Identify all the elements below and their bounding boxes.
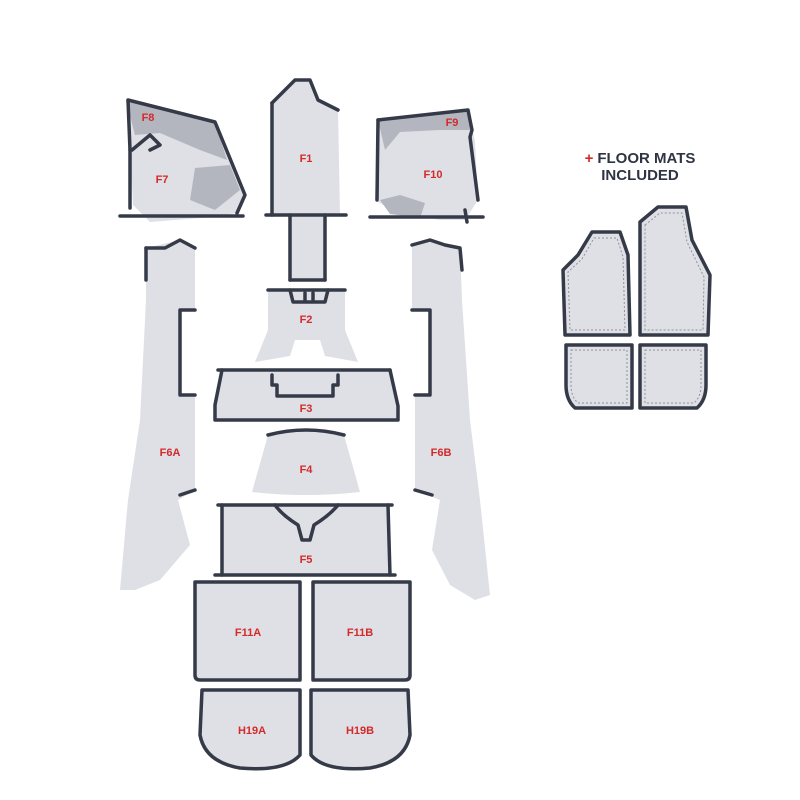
heading-line-1: FLOOR MATS <box>597 150 696 167</box>
label-f1: F1 <box>300 153 313 165</box>
front-right-mat <box>638 205 712 337</box>
panel-f11a: F11A <box>193 580 302 682</box>
label-f6a: F6A <box>160 447 181 459</box>
label-f9: F9 <box>446 117 459 129</box>
floor-mats-heading: +FLOOR MATS INCLUDED <box>560 150 720 184</box>
label-f2: F2 <box>300 314 313 326</box>
label-f10: F10 <box>424 169 443 181</box>
floor-mats <box>561 205 712 410</box>
panel-f2: F2 <box>255 288 358 362</box>
plus-icon: + <box>584 150 594 167</box>
label-f11b: F11B <box>347 627 373 639</box>
panel-f7-f8: F8 F7 <box>118 98 247 222</box>
heading-line-2: INCLUDED <box>601 167 679 184</box>
front-left-mat <box>561 230 632 337</box>
panel-f6a: F6A <box>120 238 197 590</box>
panel-h19b: H19B <box>309 688 412 771</box>
label-f8: F8 <box>142 112 155 124</box>
rear-right-mat <box>638 343 708 410</box>
panel-f3: F3 <box>213 368 400 422</box>
rear-left-mat <box>564 343 634 410</box>
panel-f5: F5 <box>213 503 397 577</box>
panel-f4: F4 <box>252 428 360 495</box>
label-f11a: F11A <box>235 627 261 639</box>
label-h19a: H19A <box>238 725 266 737</box>
panel-f9-f10: F9 F10 <box>368 108 485 224</box>
label-f3: F3 <box>300 403 313 415</box>
label-f5: F5 <box>300 554 313 566</box>
label-h19b: H19B <box>346 725 374 737</box>
panel-f1: F1 <box>264 78 348 282</box>
panel-f6b: F6B <box>410 238 490 600</box>
panel-f11b: F11B <box>311 580 412 682</box>
label-f7: F7 <box>156 174 169 186</box>
label-f4: F4 <box>300 464 314 476</box>
panel-h19a: H19A <box>198 688 302 771</box>
label-f6b: F6B <box>431 447 452 459</box>
